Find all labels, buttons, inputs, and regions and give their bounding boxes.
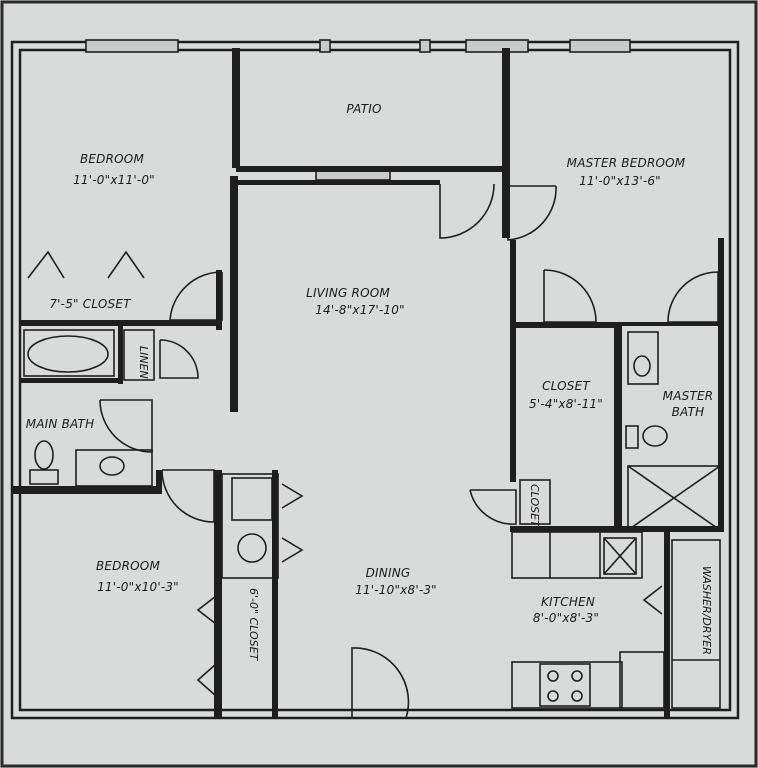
living-room-size: 14'-8"x17'-10" (315, 303, 405, 317)
dining-size: 11'-10"x8'-3" (355, 583, 437, 597)
room-labels: BEDROOM 11'-0"x11'-0" PATIO MASTER BEDRO… (26, 102, 714, 662)
fixtures (23, 329, 721, 579)
living-room-name: LIVING ROOM (306, 286, 390, 300)
interior-walls (12, 48, 724, 718)
closet-2-name: 6'-0" CLOSET (247, 588, 260, 662)
master-closet-size: 5'-4"x8'-11" (529, 397, 603, 411)
main-bath-name: MAIN BATH (26, 417, 95, 431)
master-bath-name: MASTER (663, 389, 714, 403)
small-closet-name: CLOSET (528, 484, 541, 528)
doors (27, 183, 719, 719)
bedroom-2-name: BEDROOM (96, 559, 160, 573)
closet-1-name: 7'-5" CLOSET (49, 297, 132, 311)
kitchen-size: 8'-0"x8'-3" (533, 611, 599, 625)
bedroom-1-size: 11'-0"x11'-0" (73, 173, 155, 187)
bedroom-2-size: 11'-0"x10'-3" (97, 580, 179, 594)
master-closet-name: CLOSET (542, 379, 591, 393)
patio-name: PATIO (346, 102, 381, 116)
linen-name: LINEN (137, 346, 150, 379)
bedroom-1-name: BEDROOM (80, 152, 144, 166)
master-bath-name-2: BATH (672, 405, 705, 419)
master-bedroom-name: MASTER BEDROOM (567, 156, 686, 170)
dining-name: DINING (366, 566, 411, 580)
master-bedroom-size: 11'-0"x13'-6" (579, 174, 661, 188)
kitchen-name: KITCHEN (541, 595, 595, 609)
washer-dryer-name: WASHER/DRYER (700, 566, 713, 655)
